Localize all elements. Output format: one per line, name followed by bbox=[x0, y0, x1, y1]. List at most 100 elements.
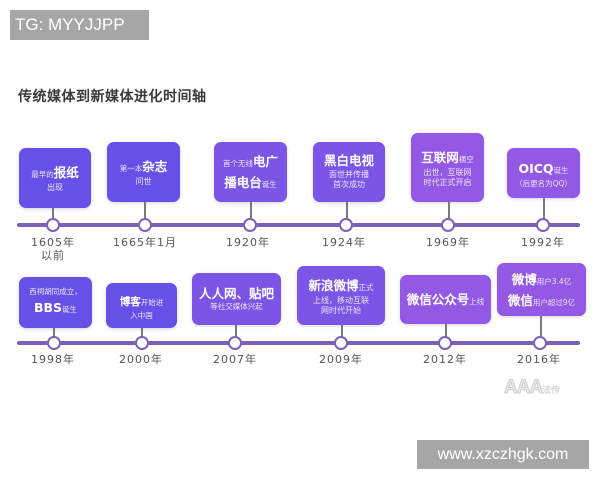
year-text: 1992年 bbox=[521, 236, 565, 249]
connector bbox=[445, 324, 447, 338]
card-text: 用户超过9亿 bbox=[532, 297, 576, 307]
connector bbox=[235, 325, 237, 338]
card-highlight: 电广 bbox=[252, 154, 278, 170]
event-card-2009: 新浪微博正式 上线，移动互联 网时代开始 bbox=[297, 266, 385, 325]
connector bbox=[144, 202, 146, 220]
logo-mark: AAA bbox=[503, 377, 543, 399]
year-label: 1998年 bbox=[13, 353, 93, 366]
year-text: 1605年 bbox=[31, 236, 75, 249]
timeline-node bbox=[533, 336, 547, 350]
card-highlight: 微信 bbox=[507, 292, 533, 308]
timeline-line-row2 bbox=[17, 341, 580, 345]
year-text: 2012年 bbox=[423, 353, 467, 366]
card-text: 首个无线 bbox=[222, 159, 253, 169]
card-text: 问世 bbox=[135, 177, 152, 187]
timeline-node bbox=[339, 218, 353, 232]
card-text: 网时代开始 bbox=[321, 305, 361, 315]
card-highlight: 微信公众号 bbox=[406, 292, 470, 308]
card-text: 出现 bbox=[47, 183, 63, 193]
year-label: 1605年以前 bbox=[13, 236, 93, 262]
card-text: 入中国 bbox=[130, 311, 153, 321]
card-text: 最早的 bbox=[31, 170, 54, 180]
connector bbox=[52, 208, 54, 220]
timeline-node bbox=[438, 336, 452, 350]
connector bbox=[543, 198, 545, 220]
connector bbox=[250, 202, 252, 220]
page-title: 传统媒体到新媒体进化时间轴 bbox=[18, 89, 207, 105]
watermark-top: TG: MYYJJPP bbox=[10, 10, 149, 40]
card-text: 正式 bbox=[358, 282, 374, 292]
timeline-node bbox=[243, 218, 257, 232]
timeline-node bbox=[135, 336, 149, 350]
card-text: 用户3.4亿 bbox=[536, 276, 572, 286]
event-card-1605: 最早的报纸 出现 bbox=[19, 148, 91, 208]
card-text: 西祠胡同成立， bbox=[29, 287, 82, 297]
card-text: 上线 bbox=[469, 297, 485, 307]
year-label: 2016年 bbox=[499, 353, 579, 366]
year-label: 2000年 bbox=[101, 353, 181, 366]
timeline-node bbox=[441, 218, 455, 232]
timeline-line-row1 bbox=[17, 223, 580, 227]
card-highlight: 博客 bbox=[119, 296, 141, 309]
card-text: 首次成功 bbox=[333, 180, 365, 190]
card-text: 出世，互联网 bbox=[423, 167, 472, 177]
card-text: 诞生 bbox=[62, 304, 78, 314]
year-text: 2007年 bbox=[213, 353, 257, 366]
event-card-2007: 人人网、贴吧 等社交媒体兴起 bbox=[192, 273, 281, 325]
year-text: 2000年 bbox=[119, 353, 163, 366]
year-text: 2009年 bbox=[319, 353, 363, 366]
event-card-1920: 首个无线电广 播电台诞生 bbox=[214, 142, 287, 202]
year-label: 2007年 bbox=[195, 353, 275, 366]
year-label: 1969年 bbox=[408, 236, 488, 249]
timeline-node bbox=[138, 218, 152, 232]
event-card-1665: 第一本杂志 问世 bbox=[107, 142, 180, 202]
connector bbox=[540, 316, 542, 338]
event-card-1992: OICQ诞生 （后更名为QQ） bbox=[507, 148, 580, 198]
year-text: 1665年1月 bbox=[113, 236, 177, 249]
event-card-2012: 微信公众号上线 bbox=[400, 275, 491, 324]
card-text: 第一本 bbox=[119, 164, 143, 174]
card-highlight: 杂志 bbox=[142, 159, 168, 175]
card-highlight: 报纸 bbox=[53, 165, 79, 181]
connector bbox=[341, 325, 343, 338]
card-highlight: OICQ bbox=[518, 160, 554, 176]
connector bbox=[448, 202, 450, 220]
connector bbox=[346, 202, 348, 220]
card-text: 时代正式开启 bbox=[423, 177, 472, 187]
year-text: 2016年 bbox=[517, 353, 561, 366]
year-text: 以前 bbox=[41, 249, 65, 263]
event-card-2000: 博客开始进 入中国 bbox=[106, 283, 177, 328]
timeline-node bbox=[228, 336, 242, 350]
timeline-node bbox=[334, 336, 348, 350]
card-highlight: 黑白电视 bbox=[323, 153, 374, 169]
card-text: 开始进 bbox=[140, 298, 164, 308]
year-label: 1665年1月 bbox=[105, 236, 185, 249]
year-text: 1920年 bbox=[226, 236, 270, 249]
event-card-2016: 微博用户3.4亿 微信用户超过9亿 bbox=[497, 263, 586, 316]
timeline-node bbox=[536, 218, 550, 232]
card-text: 等社交媒体兴起 bbox=[210, 302, 263, 312]
year-label: 1924年 bbox=[304, 236, 384, 249]
card-text: 横空 bbox=[458, 154, 474, 164]
card-highlight: 微博 bbox=[511, 271, 537, 287]
connector bbox=[53, 328, 55, 338]
year-label: 2012年 bbox=[405, 353, 485, 366]
card-highlight: 人人网、贴吧 bbox=[198, 286, 274, 301]
timeline-node bbox=[47, 336, 61, 350]
card-highlight: 新浪微博 bbox=[308, 277, 359, 293]
connector bbox=[141, 328, 143, 338]
year-label: 1992年 bbox=[503, 236, 583, 249]
card-text: 面世并传播 bbox=[329, 169, 369, 179]
card-text: 诞生 bbox=[553, 165, 569, 175]
event-card-1969: 互联网横空 出世，互联网 时代正式开启 bbox=[411, 133, 484, 202]
card-highlight: 互联网 bbox=[421, 149, 459, 165]
brand-logo: AAA法传 bbox=[503, 377, 561, 399]
timeline-node bbox=[46, 218, 60, 232]
card-text: （后更名为QQ） bbox=[515, 178, 572, 188]
event-card-1924: 黑白电视 面世并传播 首次成功 bbox=[313, 142, 385, 202]
year-text: 1969年 bbox=[426, 236, 470, 249]
card-highlight: BBS bbox=[33, 299, 63, 315]
watermark-bottom: www.xzczhgk.com bbox=[417, 440, 589, 469]
logo-sub: 法传 bbox=[542, 385, 561, 395]
year-label: 1920年 bbox=[208, 236, 288, 249]
